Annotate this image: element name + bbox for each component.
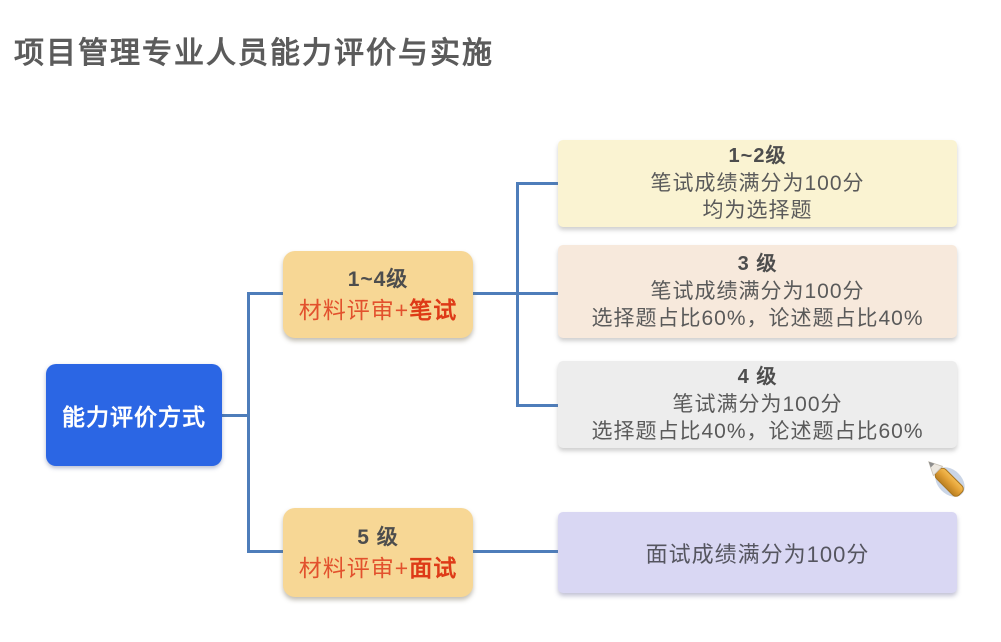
connector-method2-to-detail4 xyxy=(473,550,559,553)
detail-3-line-1: 笔试满分为100分 xyxy=(672,393,843,416)
page-title: 项目管理专业人员能力评价与实施 xyxy=(14,37,494,70)
connector-to-detail-1 xyxy=(516,182,559,185)
node-method-2-line: 材料评审+面试 xyxy=(299,553,457,583)
detail-2-heading: 3 级 xyxy=(737,253,778,275)
connector-right-vertical xyxy=(516,182,519,406)
detail-3-line-2: 选择题占比40%，论述题占比60% xyxy=(591,420,924,443)
node-detail-levels-1-2: 1~2级 笔试成绩满分为100分 均为选择题 xyxy=(558,140,957,227)
method-1-emphasis: 笔试 xyxy=(409,296,458,323)
pencil-icon-svg xyxy=(928,461,965,497)
detail-2-line-1: 笔试成绩满分为100分 xyxy=(650,280,865,303)
detail-1-line-2: 均为选择题 xyxy=(702,199,813,222)
detail-1-line-1: 笔试成绩满分为100分 xyxy=(650,172,865,195)
method-1-prefix: 材料评审+ xyxy=(298,296,410,323)
detail-1-heading: 1~2级 xyxy=(728,145,787,167)
method-2-prefix: 材料评审+ xyxy=(298,554,410,581)
connector-to-method-2 xyxy=(247,550,284,553)
pencil-icon xyxy=(916,448,974,508)
detail-3-heading: 4 级 xyxy=(737,366,778,388)
node-method-level-5: 5 级 材料评审+面试 xyxy=(283,508,473,597)
node-method-1-line: 材料评审+笔试 xyxy=(299,295,457,325)
node-evaluation-method: 能力评价方式 xyxy=(46,364,222,466)
detail-2-line-2: 选择题占比60%，论述题占比40% xyxy=(591,307,924,330)
connector-to-detail-3 xyxy=(516,404,559,407)
node-method-1-heading: 1~4级 xyxy=(347,267,409,291)
detail-4-label: 面试成绩满分为100分 xyxy=(645,541,870,567)
node-detail-level-4: 4 级 笔试满分为100分 选择题占比40%，论述题占比60% xyxy=(558,361,957,448)
connector-left-vertical xyxy=(247,292,250,552)
connector-to-method-1 xyxy=(247,292,284,295)
node-detail-level-3: 3 级 笔试成绩满分为100分 选择题占比60%，论述题占比40% xyxy=(558,245,957,338)
node-evaluation-method-label: 能力评价方式 xyxy=(62,404,206,430)
node-method-2-heading: 5 级 xyxy=(357,525,399,549)
connector-root-stub xyxy=(222,414,250,417)
method-2-emphasis: 面试 xyxy=(409,554,458,581)
node-detail-interview: 面试成绩满分为100分 xyxy=(558,512,957,593)
node-method-levels-1-4: 1~4级 材料评审+笔试 xyxy=(283,251,473,338)
